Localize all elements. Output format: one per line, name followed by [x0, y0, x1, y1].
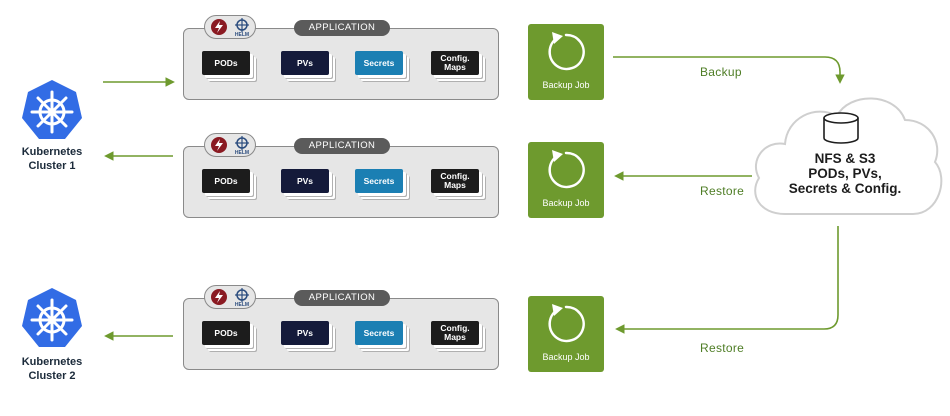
- cluster-2-label-line1: Kubernetes: [21, 356, 83, 368]
- backup-job-1: Backup Job: [528, 24, 604, 100]
- app-2-title: APPLICATION: [294, 138, 390, 154]
- storage-line2: PODs, PVs,: [808, 166, 882, 181]
- cluster-1-label-line1: Kubernetes: [21, 146, 83, 158]
- refresh-icon: [548, 32, 585, 71]
- application-panel-1: HELM APPLICATION PODs PVs Secrets Config…: [183, 15, 499, 100]
- storage-line1: NFS & S3: [814, 151, 876, 166]
- storage-cloud: [754, 97, 943, 215]
- app-2-pods: PODs: [202, 169, 250, 193]
- helm-icon: HELM: [235, 18, 249, 37]
- database-icon: [823, 112, 859, 144]
- cluster-1-label-line2: Cluster 1: [28, 160, 76, 172]
- helm-icon: HELM: [235, 136, 249, 155]
- backup-job-2-label: Backup Job: [542, 198, 590, 208]
- bolt-icon: [211, 19, 227, 35]
- app-3-title: APPLICATION: [294, 290, 390, 306]
- app-2-pvs: PVs: [281, 169, 329, 193]
- app-1-pods: PODs: [202, 51, 250, 75]
- refresh-icon: [548, 150, 585, 189]
- restore-flow-label-2: Restore: [700, 341, 745, 355]
- app-1-config-line2: Maps: [444, 62, 466, 72]
- application-panel-2: HELM APPLICATION PODs PVs Secrets Config…: [183, 133, 499, 218]
- app-3-badge: HELM: [204, 285, 256, 309]
- app-1-config-maps: Config.Maps: [431, 51, 479, 75]
- app-2-config-maps: Config.Maps: [431, 169, 479, 193]
- storage-cloud-text: NFS & S3 PODs, PVs, Secrets & Config.: [770, 151, 920, 196]
- app-1-badge: HELM: [204, 15, 256, 39]
- app-2-config-line1: Config.: [440, 171, 470, 181]
- refresh-icon: [548, 304, 585, 343]
- kubernetes-cluster-2-icon: [22, 288, 82, 347]
- app-2-config-line2: Maps: [444, 180, 466, 190]
- storage-line3: Secrets & Config.: [788, 181, 902, 196]
- helm-icon: HELM: [235, 288, 249, 307]
- kubernetes-cluster-1-icon: [22, 80, 82, 139]
- app-1-pvs: PVs: [281, 51, 329, 75]
- svg-text:HELM: HELM: [235, 302, 249, 307]
- svg-text:HELM: HELM: [235, 150, 249, 155]
- app-3-secrets: Secrets: [355, 321, 403, 345]
- backup-flow-label: Backup: [700, 65, 742, 79]
- svg-text:HELM: HELM: [235, 32, 249, 37]
- bolt-icon: [211, 137, 227, 153]
- app-3-pvs: PVs: [281, 321, 329, 345]
- app-3-config-line1: Config.: [440, 323, 470, 333]
- app-2-secrets: Secrets: [355, 169, 403, 193]
- cluster-1-label: Kubernetes Cluster 1: [0, 145, 112, 173]
- cluster-2-label-line2: Cluster 2: [28, 370, 76, 382]
- app-2-badge: HELM: [204, 133, 256, 157]
- app-1-secrets: Secrets: [355, 51, 403, 75]
- app-1-config-line1: Config.: [440, 53, 470, 63]
- app-3-config-maps: Config.Maps: [431, 321, 479, 345]
- arrow-storage-to-job3: [615, 226, 839, 334]
- backup-job-2: Backup Job: [528, 142, 604, 218]
- cluster-2-label: Kubernetes Cluster 2: [0, 355, 112, 383]
- backup-job-1-label: Backup Job: [542, 80, 590, 90]
- app-3-pods: PODs: [202, 321, 250, 345]
- backup-job-3-label: Backup Job: [542, 352, 590, 362]
- backup-job-3: Backup Job: [528, 296, 604, 372]
- restore-flow-label-1: Restore: [700, 184, 745, 198]
- bolt-icon: [211, 289, 227, 305]
- arrow-job1-to-storage: [613, 56, 845, 84]
- app-1-title: APPLICATION: [294, 20, 390, 36]
- app-3-config-line2: Maps: [444, 332, 466, 342]
- application-panel-3: HELM APPLICATION PODs PVs Secrets Config…: [183, 285, 499, 370]
